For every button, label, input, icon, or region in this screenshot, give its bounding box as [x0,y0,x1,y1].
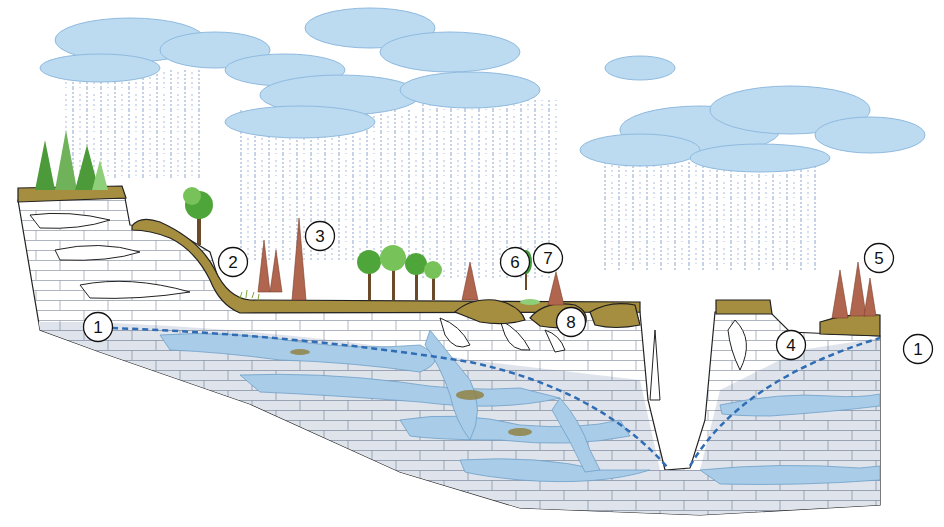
callout-number: 1 [93,319,102,336]
callout-outline [777,331,806,360]
callout-outline [306,222,335,251]
cloud [225,106,375,138]
limestone [0,322,944,527]
limestone [30,213,746,400]
grass [240,290,259,300]
dead-tree [292,218,306,300]
conifer-tree [55,130,77,190]
callout-number: 2 [228,254,237,271]
soil [132,219,640,313]
conifer-tree [35,140,55,190]
callout-number: 1 [913,341,922,358]
grass [240,290,259,300]
callout-number: 8 [566,314,575,331]
limestone [400,416,630,443]
water-table [112,328,880,468]
soil [455,300,525,324]
dead-tree [832,270,848,318]
rain [600,160,820,270]
limestone [460,459,650,482]
limestone [290,349,532,436]
cloud [40,54,160,82]
limestone [55,245,140,260]
limestone [0,198,944,527]
deciduous-tree [392,268,395,300]
limestone [240,374,560,406]
soil [820,314,880,336]
callout-number: 3 [315,228,324,245]
limestone [440,318,470,347]
deciduous-tree [405,253,427,275]
callout-circle: 2 [217,246,249,278]
callout-outline [84,313,113,342]
limestone [500,320,530,350]
cloud [400,72,540,108]
cloud [40,8,925,172]
dead-tree [258,240,270,292]
dead-tree [864,278,876,316]
limestone [30,213,110,228]
callout-circle: 3 [304,220,336,252]
callout-outline [557,308,586,337]
dead-tree [462,262,478,300]
limestone [728,320,746,370]
callout-outline [501,248,530,277]
soil [716,300,772,314]
callout-circle: 7 [532,242,564,274]
callout-number: 7 [543,250,552,267]
callout-circle: 8 [555,306,587,338]
soil [590,304,640,328]
limestone [700,465,880,484]
limestone [650,330,660,400]
dead-tree [270,250,282,292]
water-table [112,328,668,468]
deciduous-tree [520,299,540,305]
cloud [690,144,830,172]
callout-outline [904,335,933,364]
cloud [815,117,925,153]
callout-circle: 1 [902,333,934,365]
callout-circle: 4 [775,329,807,361]
callout-number: 5 [874,250,883,267]
conifer-tree [92,160,108,190]
deciduous-tree [424,261,442,279]
deciduous-tree [183,187,201,205]
cloud [380,32,520,72]
dead-tree [548,272,564,305]
rain [60,70,200,180]
conifer-tree [35,130,108,190]
cloud [605,56,675,80]
callout-circle: 1 [82,311,114,343]
limestone [425,330,478,440]
dead-tree [258,218,876,318]
deciduous-tree [415,272,418,300]
callout-number: 6 [510,254,519,271]
limestone [80,281,190,298]
soil [18,186,880,336]
deciduous-tree [357,250,381,274]
limestone [456,390,484,400]
deciduous-tree [183,187,540,305]
callout-circle: 6 [499,246,531,278]
deciduous-tree [380,245,406,271]
callout-outline [219,248,248,277]
limestone [290,349,310,355]
deciduous-tree [197,215,201,245]
limestone [0,322,944,527]
callout-circle: 5 [863,242,895,274]
cloud [580,134,700,166]
callout-outline [534,244,563,273]
dead-tree [850,262,866,316]
callout-number: 4 [786,337,795,354]
limestone [552,398,600,472]
deciduous-tree [368,270,371,300]
deciduous-tree [432,276,435,300]
limestone [508,428,532,436]
callout-outline [865,244,894,273]
limestone [160,330,880,485]
